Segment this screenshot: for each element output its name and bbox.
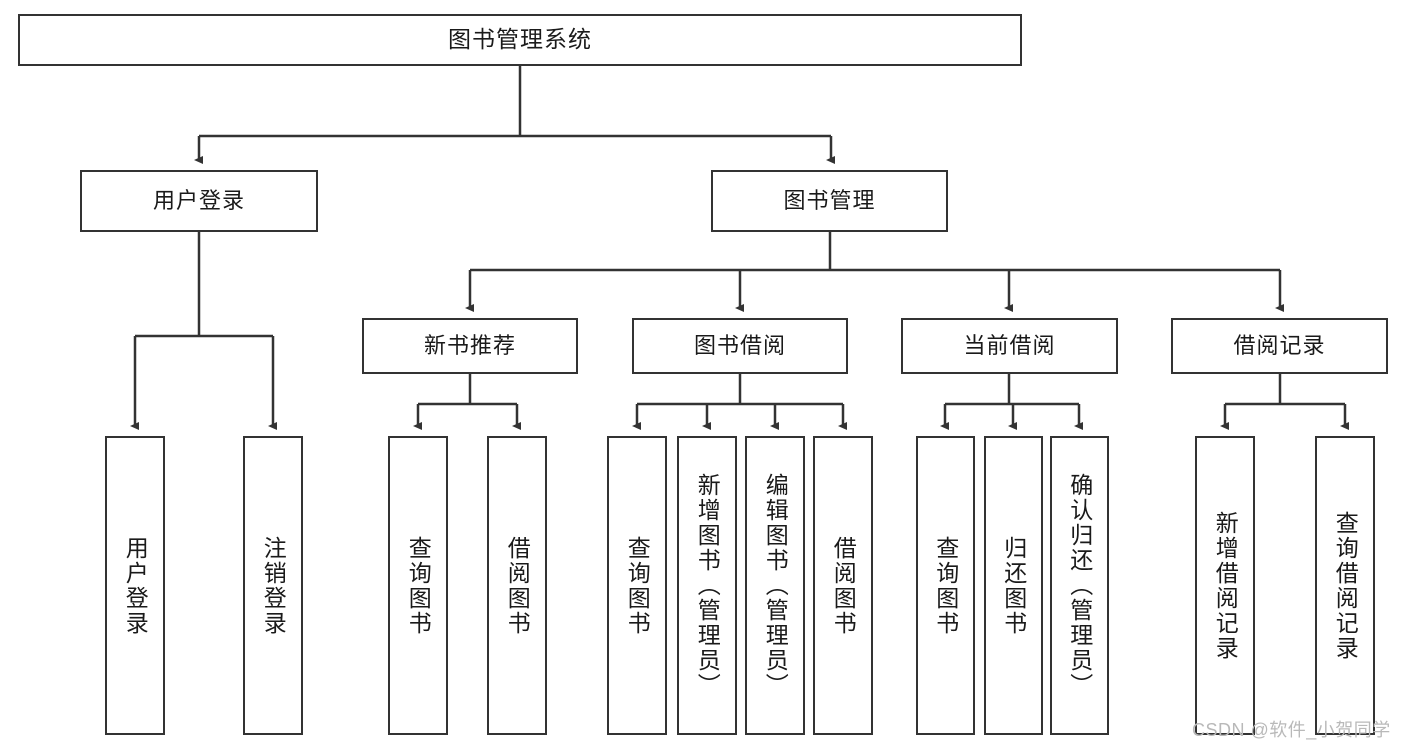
leaf-node[interactable]: 借阅图书 — [487, 436, 547, 735]
node-user-login-label: 用户登录 — [152, 187, 245, 213]
leaf-node[interactable]: 查询图书 — [388, 436, 448, 735]
leaf-label: 确认归还（管理员） — [1066, 473, 1093, 698]
node-current-borrow[interactable]: 当前借阅 — [901, 318, 1118, 374]
leaf-label: 新增图书（管理员） — [694, 473, 721, 698]
node-book-borrow-label: 图书借阅 — [693, 332, 786, 358]
node-borrow-record[interactable]: 借阅记录 — [1171, 318, 1388, 374]
leaf-node[interactable]: 查询图书 — [607, 436, 667, 735]
leaf-node[interactable]: 编辑图书（管理员） — [745, 436, 805, 735]
leaf-label: 借阅图书 — [830, 535, 857, 636]
leaf-node[interactable]: 借阅图书 — [813, 436, 873, 735]
leaf-label: 编辑图书（管理员） — [762, 473, 789, 698]
leaf-label: 查询借阅记录 — [1332, 510, 1359, 661]
leaf-label: 归还图书 — [1000, 535, 1027, 636]
node-book-management-label: 图书管理 — [783, 187, 876, 213]
node-user-login[interactable]: 用户登录 — [80, 170, 318, 232]
leaf-label: 借阅图书 — [504, 535, 531, 636]
node-borrow-record-label: 借阅记录 — [1233, 332, 1326, 358]
leaf-node[interactable]: 注销登录 — [243, 436, 303, 735]
leaf-node[interactable]: 查询借阅记录 — [1315, 436, 1375, 735]
leaf-node[interactable]: 查询图书 — [916, 436, 975, 735]
leaf-label: 用户登录 — [122, 535, 149, 636]
csdn-watermark: CSDN @软件_小贺同学 — [1192, 720, 1391, 740]
leaf-node[interactable]: 新增图书（管理员） — [677, 436, 737, 735]
leaf-label: 查询图书 — [405, 535, 432, 636]
leaf-node[interactable]: 归还图书 — [984, 436, 1043, 735]
node-new-book-recommend-label: 新书推荐 — [423, 332, 516, 358]
node-book-borrow[interactable]: 图书借阅 — [632, 318, 848, 374]
leaf-label: 新增借阅记录 — [1212, 510, 1239, 661]
leaf-label: 注销登录 — [260, 535, 287, 636]
leaf-node[interactable]: 新增借阅记录 — [1195, 436, 1255, 735]
node-root-label: 图书管理系统 — [448, 26, 592, 53]
leaf-label: 查询图书 — [932, 535, 959, 636]
leaf-label: 查询图书 — [624, 535, 651, 636]
node-current-borrow-label: 当前借阅 — [963, 332, 1056, 358]
node-book-management[interactable]: 图书管理 — [711, 170, 948, 232]
node-root[interactable]: 图书管理系统 — [18, 14, 1022, 66]
node-new-book-recommend[interactable]: 新书推荐 — [362, 318, 578, 374]
leaf-node[interactable]: 确认归还（管理员） — [1050, 436, 1109, 735]
leaf-node[interactable]: 用户登录 — [105, 436, 165, 735]
